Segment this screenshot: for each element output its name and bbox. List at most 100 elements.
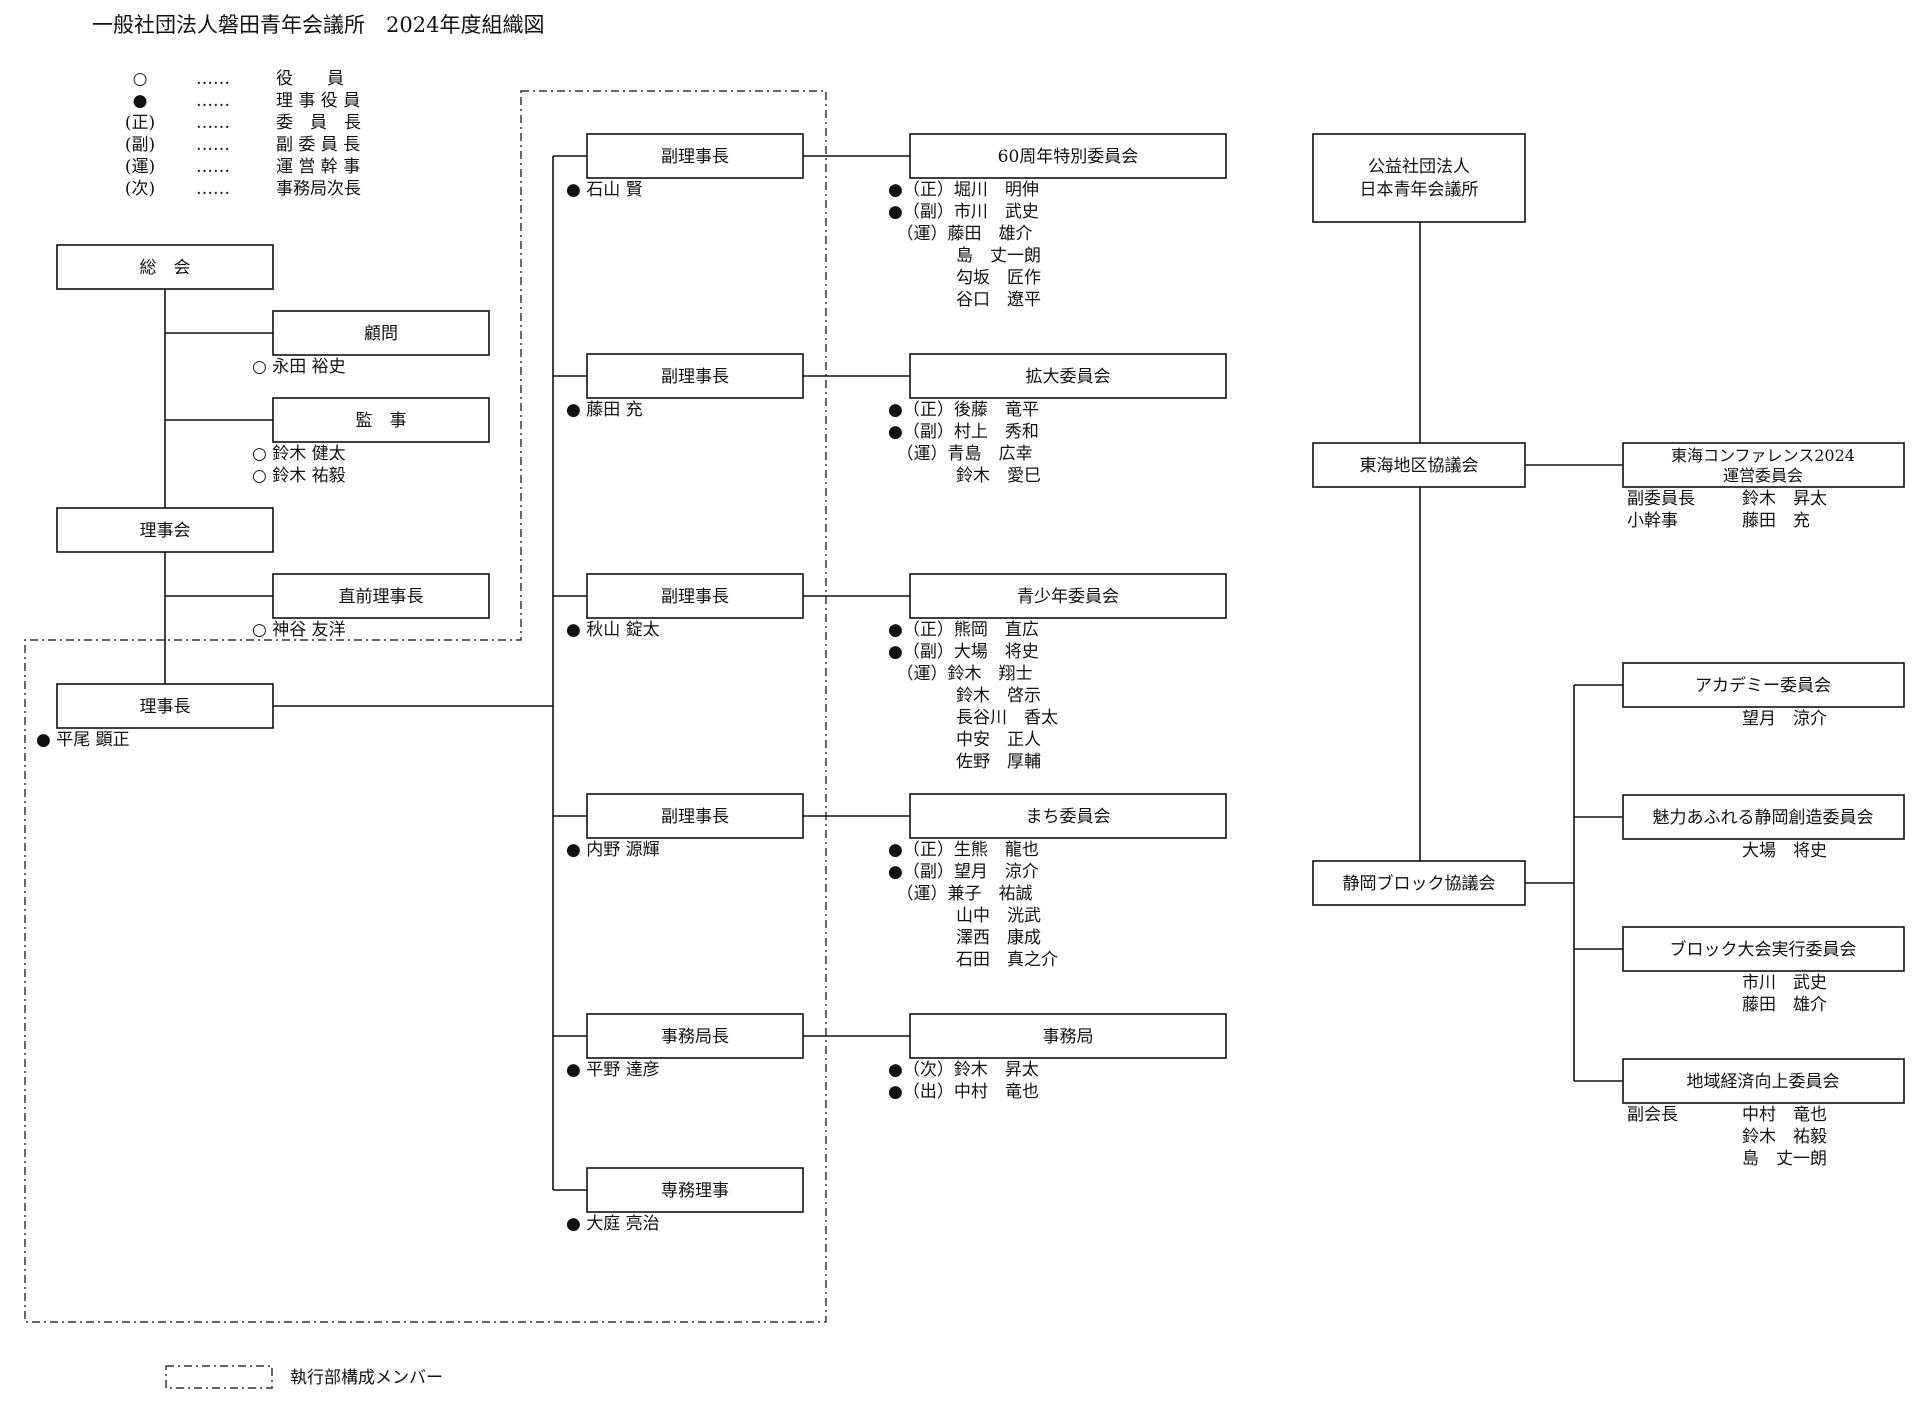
member-name: ●（副）大場 将史 xyxy=(888,642,1039,662)
member-name: 山中 洸武 xyxy=(888,906,1041,926)
legend-meaning: 役 員 xyxy=(276,69,344,89)
connectors xyxy=(164,155,1623,1191)
legend-meaning: 委 員 長 xyxy=(276,113,361,133)
member-role: 副会長 xyxy=(1627,1105,1678,1125)
member-name: ○ 永田 裕史 xyxy=(252,357,346,377)
member-name: ●（正）生熊 龍也 xyxy=(888,840,1039,860)
exec-legend-swatch xyxy=(165,1365,273,1389)
legend-dots: …… xyxy=(196,113,230,133)
block-committee-box xyxy=(1622,794,1905,840)
middle-label: 副理事長 xyxy=(661,587,729,607)
conference-box xyxy=(1622,442,1905,488)
block-committee-box xyxy=(1622,1058,1905,1104)
member-name: ●（副）村上 秀和 xyxy=(888,422,1039,442)
middle-label: 事務局長 xyxy=(661,1027,729,1047)
block-committee-label: 魅力あふれる静岡創造委員会 xyxy=(1653,808,1874,828)
legend-meaning: 副 委 員 長 xyxy=(276,135,360,155)
rijikai-label: 理事会 xyxy=(140,521,191,541)
legend: ○ …… 役 員 ● …… 理 事 役 員 (正) …… 委 員 長 (副) …… xyxy=(125,69,361,199)
block-committee-label: アカデミー委員会 xyxy=(1695,675,1831,696)
shizuoka-block-box xyxy=(1312,860,1526,906)
member-name: 藤田 雄介 xyxy=(1742,995,1827,1015)
member-name: 大場 将史 xyxy=(1742,841,1827,861)
tokai-box xyxy=(1312,442,1526,488)
member-name: ● 石山 賢 xyxy=(566,180,643,200)
tokai-label: 東海地区協議会 xyxy=(1360,456,1479,476)
member-name: ● 平尾 顕正 xyxy=(36,730,130,750)
committee-label: 60周年特別委員会 xyxy=(998,147,1139,167)
middle-label: 副理事長 xyxy=(661,147,729,167)
vice-president-box xyxy=(586,353,804,399)
committee-box xyxy=(909,133,1227,179)
member-role: 副委員長 xyxy=(1627,489,1695,509)
block-committee-label: ブロック大会実行委員会 xyxy=(1670,939,1857,960)
member-name: ● 秋山 錠太 xyxy=(566,620,660,640)
kanji-box xyxy=(272,397,490,443)
member-name: 鈴木 祐毅 xyxy=(1742,1127,1827,1147)
member-name: 鈴木 啓示 xyxy=(888,686,1041,706)
vice-president-box xyxy=(586,793,804,839)
block-committee-box xyxy=(1622,926,1905,972)
member-name: ●（正）後藤 竜平 xyxy=(888,400,1039,420)
member-name: ●（次）鈴木 昇太 xyxy=(888,1060,1039,1080)
member-name: 中村 竜也 xyxy=(1742,1105,1827,1125)
exec-legend-label: 執行部構成メンバー xyxy=(290,1368,443,1388)
member-name: 市川 武史 xyxy=(1742,973,1827,993)
member-name: 藤田 充 xyxy=(1742,511,1810,531)
legend-symbol: ○ xyxy=(133,69,148,89)
legend-dots: …… xyxy=(196,91,230,111)
member-name: ●（副）望月 涼介 xyxy=(888,862,1039,882)
member-name: （運）青島 広幸 xyxy=(888,444,1033,464)
legend-meaning: 事務局次長 xyxy=(276,179,361,199)
executive-region xyxy=(24,90,827,1323)
legend-meaning: 運 営 幹 事 xyxy=(276,156,360,177)
jci-label-line1: 公益社団法人 xyxy=(1368,157,1470,177)
member-name: ○ 神谷 友洋 xyxy=(252,620,346,640)
member-name: （運）鈴木 翔士 xyxy=(888,664,1033,684)
committee-box xyxy=(909,793,1227,839)
member-name: ● 内野 源輝 xyxy=(566,840,660,860)
legend-symbol: ● xyxy=(133,91,148,111)
member-name: 中安 正人 xyxy=(888,730,1041,750)
member-name: ●（正）堀川 明伸 xyxy=(888,180,1039,200)
member-name: ○ 鈴木 健太 xyxy=(252,444,346,464)
block-committee-box xyxy=(1622,662,1905,708)
legend-symbol: (次) xyxy=(125,179,155,199)
member-name: ○ 鈴木 祐毅 xyxy=(252,466,346,486)
managing-director-box xyxy=(586,1167,804,1213)
komon-box xyxy=(272,310,490,356)
committee-box xyxy=(909,573,1227,619)
member-name: ●（副）市川 武史 xyxy=(888,202,1039,222)
member-name: ● 平野 達彦 xyxy=(566,1060,660,1080)
member-name: 勾坂 匠作 xyxy=(888,268,1041,288)
jci-label-line2: 日本青年会議所 xyxy=(1360,180,1479,200)
kanji-label: 監 事 xyxy=(356,411,407,431)
committee-box xyxy=(909,353,1227,399)
legend-dots: …… xyxy=(196,135,230,155)
member-name: ● 大庭 亮治 xyxy=(566,1214,660,1234)
middle-label: 副理事長 xyxy=(661,807,729,827)
member-name: 佐野 厚輔 xyxy=(888,752,1041,772)
member-name: ●（正）熊岡 直広 xyxy=(888,620,1039,640)
legend-dots: …… xyxy=(196,157,230,177)
legend-symbol: (正) xyxy=(125,113,155,133)
member-name: ●（出）中村 竜也 xyxy=(888,1082,1039,1102)
rijicho-box xyxy=(56,683,274,729)
member-name: 鈴木 昇太 xyxy=(1742,489,1827,509)
vice-president-box xyxy=(586,133,804,179)
conference-label-line1: 東海コンファレンス2024 xyxy=(1671,446,1855,465)
committee-label: まち委員会 xyxy=(1026,807,1111,827)
member-role: 小幹事 xyxy=(1627,510,1678,531)
member-name: 島 丈一朗 xyxy=(1742,1149,1827,1169)
committee-box xyxy=(909,1013,1227,1059)
legend-symbol: (副) xyxy=(125,135,155,155)
zenrijicho-label: 直前理事長 xyxy=(339,587,424,607)
committee-label: 拡大委員会 xyxy=(1026,367,1111,387)
jci-box xyxy=(1312,133,1526,223)
committee-label: 青少年委員会 xyxy=(1017,587,1119,607)
soukai-label: 総 会 xyxy=(140,258,191,278)
member-name: 島 丈一朗 xyxy=(888,246,1041,266)
conference-label-line2: 運営委員会 xyxy=(1723,466,1803,485)
member-name: （運）兼子 祐誠 xyxy=(888,884,1033,904)
